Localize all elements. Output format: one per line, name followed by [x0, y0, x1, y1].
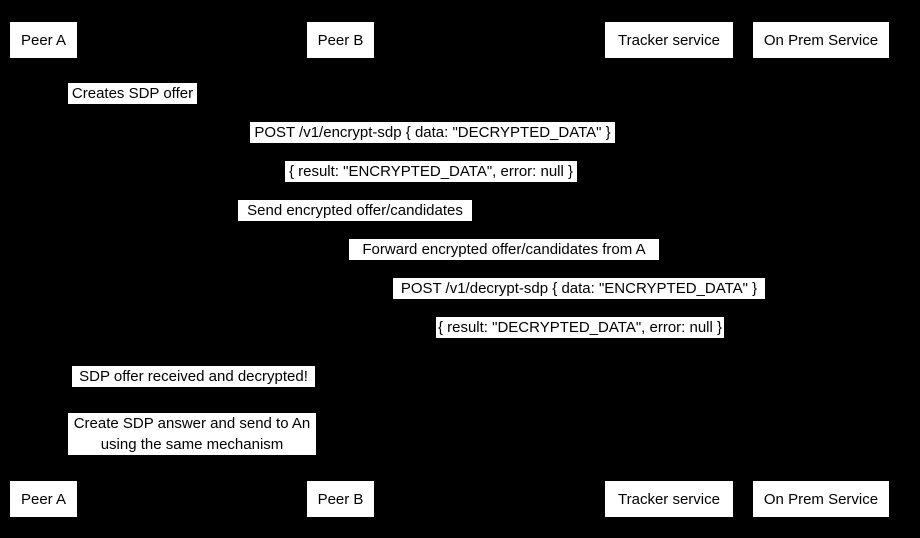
participant-footer-on-prem-service-label: On Prem Service — [763, 490, 879, 508]
lifeline-on-prem-service — [821, 58, 822, 480]
message-label-4-text: Send encrypted offer/candidates — [247, 202, 463, 219]
message-label-4: Send encrypted offer/candidates — [238, 200, 472, 221]
lifeline-peer-b — [340, 58, 341, 480]
lifeline-tracker-service — [669, 58, 670, 480]
message-label-9-line1: Create SDP answer and send to An — [73, 415, 311, 432]
message-label-1: Creates SDP offer — [68, 83, 197, 104]
lifeline-peer-a — [43, 58, 44, 480]
participant-footer-peer-b-label: Peer B — [317, 490, 364, 508]
participant-footer-tracker-service-label: Tracker service — [618, 490, 720, 508]
participant-footer-peer-a-label: Peer A — [20, 490, 67, 508]
message-label-7-text: { result: "DECRYPTED_DATA", error: null … — [437, 319, 723, 336]
message-arrow-8-self — [340, 366, 365, 390]
message-arrow-9-self — [340, 413, 365, 457]
participant-header-peer-a[interactable]: Peer A — [10, 22, 77, 58]
message-label-8: SDP offer received and decrypted! — [72, 366, 315, 387]
participant-header-on-prem-service[interactable]: On Prem Service — [753, 22, 889, 58]
message-label-6: POST /v1/decrypt-sdp { data: "ENCRYPTED_… — [393, 278, 765, 299]
participant-header-on-prem-service-label: On Prem Service — [763, 31, 879, 49]
message-label-2: POST /v1/encrypt-sdp { data: "DECRYPTED_… — [250, 122, 615, 143]
participant-header-peer-b-label: Peer B — [317, 31, 364, 49]
message-label-8-text: SDP offer received and decrypted! — [79, 368, 308, 385]
message-label-5: Forward encrypted offer/candidates from … — [349, 239, 659, 260]
message-label-1-text: Creates SDP offer — [71, 85, 194, 102]
participant-footer-peer-a[interactable]: Peer A — [10, 481, 77, 517]
participant-footer-on-prem-service[interactable]: On Prem Service — [753, 481, 889, 517]
message-label-3-text: { result: "ENCRYPTED_DATA", error: null … — [288, 163, 574, 180]
message-label-6-text: POST /v1/decrypt-sdp { data: "ENCRYPTED_… — [400, 280, 758, 297]
message-label-5-text: Forward encrypted offer/candidates from … — [362, 241, 646, 258]
message-label-3: { result: "ENCRYPTED_DATA", error: null … — [285, 161, 577, 182]
message-label-9: Create SDP answer and send to An using t… — [68, 413, 316, 455]
message-label-2-text: POST /v1/encrypt-sdp { data: "DECRYPTED_… — [254, 124, 611, 141]
message-arrow-1-self — [43, 83, 68, 107]
message-label-9-line2: using the same mechanism — [100, 436, 284, 453]
message-label-7: { result: "DECRYPTED_DATA", error: null … — [436, 317, 724, 338]
participant-header-tracker-service[interactable]: Tracker service — [605, 22, 733, 58]
participant-footer-peer-b[interactable]: Peer B — [307, 481, 374, 517]
participant-header-peer-a-label: Peer A — [20, 31, 67, 49]
participant-header-tracker-service-label: Tracker service — [618, 31, 720, 49]
participant-header-peer-b[interactable]: Peer B — [307, 22, 374, 58]
participant-footer-tracker-service[interactable]: Tracker service — [605, 481, 733, 517]
